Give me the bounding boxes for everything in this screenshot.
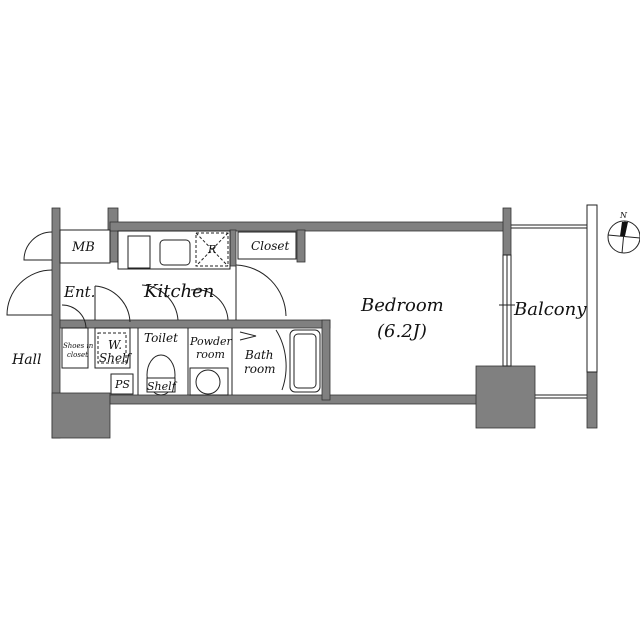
label-powder-room-1: Powder xyxy=(189,335,233,348)
label-bedroom: Bedroom xyxy=(360,295,444,316)
label-balcony: Balcony xyxy=(513,299,587,320)
label-kitchen: Kitchen xyxy=(143,281,214,302)
label-entrance: Ent. xyxy=(63,283,95,301)
label-refrigerator: R xyxy=(207,243,216,256)
label-hall: Hall xyxy=(11,352,42,368)
label-ps: PS xyxy=(114,378,130,391)
label-w-shelf-1: W. xyxy=(108,338,122,352)
partitions xyxy=(6,229,321,396)
label-bath-room-1: Bath xyxy=(244,348,274,362)
label-w-shelf-2: Shelf xyxy=(99,351,133,365)
compass-icon: N xyxy=(607,211,640,254)
label-toilet: Toilet xyxy=(144,331,178,345)
walls xyxy=(51,207,598,439)
balcony xyxy=(499,204,598,399)
label-shoes-closet-1: Shoes in xyxy=(63,342,94,350)
room-labels: MB Ent. Kitchen R Closet Bedroom (6.2J) … xyxy=(11,239,587,393)
label-powder-room-2: room xyxy=(196,348,225,361)
compass-north-label: N xyxy=(619,211,628,220)
label-bath-room-2: room xyxy=(244,362,276,376)
label-closet: Closet xyxy=(251,239,290,253)
label-mb: MB xyxy=(71,240,95,255)
label-shoes-closet-2: closet xyxy=(67,351,88,359)
label-bedroom-size: (6.2J) xyxy=(377,321,427,342)
label-toilet-shelf: Shelf xyxy=(147,380,178,393)
